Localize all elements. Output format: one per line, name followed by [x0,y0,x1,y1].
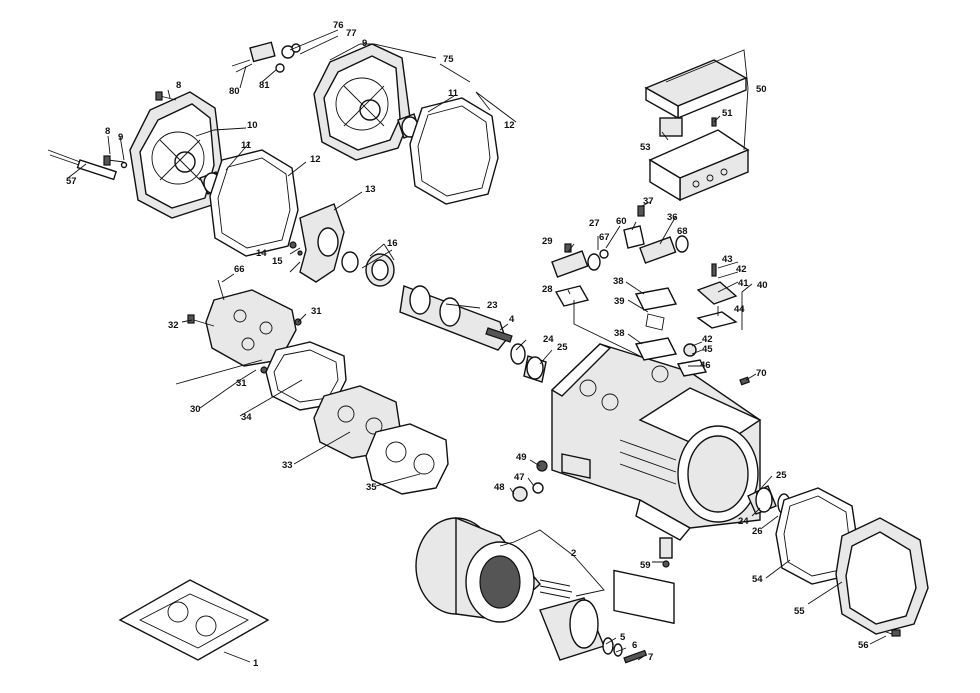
cover-gasket-right [409,97,499,205]
callout-46: 46 [700,360,711,371]
callout-45: 45 [702,344,713,355]
callout-36: 36 [667,212,678,223]
callout-51: 51 [722,108,733,119]
callout-8: 8 [176,80,181,91]
oil-plug-set [512,460,548,502]
callout-50: 50 [756,84,767,95]
callout-57: 57 [66,176,77,187]
end-plate [835,517,929,637]
callout-60: 60 [616,216,627,227]
oil-pressure-sensor [231,41,301,73]
callout-54: 54 [752,574,763,585]
callout-8: 8 [105,126,110,137]
callout-5: 5 [620,632,626,643]
suction-valve [551,243,609,307]
callout-12: 12 [504,120,515,131]
callout-16: 16 [387,238,398,249]
callout-59: 59 [640,560,651,571]
callout-77: 77 [346,28,357,39]
callout-23: 23 [487,300,498,311]
callout-66: 66 [234,264,245,275]
callout-4: 4 [509,314,515,325]
callout-14: 14 [256,248,267,259]
callout-2: 2 [571,548,576,559]
valve-plate-gasket [365,423,449,495]
crankcase [550,343,762,625]
callout-49: 49 [516,452,527,463]
crankshaft-assembly [341,251,547,383]
callout-76: 76 [333,20,344,31]
flange-39 [634,287,678,361]
callout-9: 9 [362,38,367,49]
callout-70: 70 [756,368,767,379]
callout-1: 1 [253,658,259,669]
oil-sight-screw-set [103,91,177,169]
callout-37: 37 [643,196,654,207]
callout-35: 35 [366,482,377,493]
callout-25: 25 [776,470,787,481]
callout-15: 15 [272,256,283,267]
callout-24: 24 [543,334,554,345]
plate-40 [676,263,738,377]
callout-42: 42 [736,264,747,275]
callout-26: 26 [752,526,763,537]
callout-81: 81 [259,80,270,91]
callout-11: 11 [448,88,459,99]
front-bearing-cover [313,43,421,161]
callout-80: 80 [229,86,240,97]
callout-43: 43 [722,254,733,265]
discharge-valve [623,205,689,264]
callout-39: 39 [614,296,625,307]
callout-24: 24 [738,516,749,527]
oil-pump [289,203,345,283]
callout-68: 68 [677,226,688,237]
callout-55: 55 [794,606,805,617]
cylinder-head [187,279,302,374]
callout-32: 32 [168,320,179,331]
motor-rotor [539,597,648,664]
callout-31: 31 [311,306,322,317]
callout-6: 6 [632,640,637,651]
callout-38: 38 [614,328,625,339]
gasket-kit [118,579,270,661]
motor-stator [415,516,573,623]
callout-28: 28 [542,284,553,295]
callout-13: 13 [365,184,376,195]
mounting-foot [659,537,673,568]
callout-33: 33 [282,460,293,471]
callout-12: 12 [310,154,321,165]
callout-44: 44 [734,304,745,315]
leader-lines [67,29,887,663]
callout-9: 9 [118,132,123,143]
callout-10: 10 [247,120,258,131]
callout-53: 53 [640,142,651,153]
callout-75: 75 [443,54,454,65]
callout-29: 29 [542,236,553,247]
callout-30: 30 [190,404,201,415]
callout-11: 11 [241,140,252,151]
callout-48: 48 [494,482,505,493]
terminal-box [644,59,750,202]
callout-34: 34 [241,412,252,423]
callout-31: 31 [236,378,247,389]
callout-41: 41 [738,278,749,289]
callout-56: 56 [858,640,869,651]
callout-42: 42 [702,334,713,345]
callout-27: 27 [589,218,600,229]
callout-38: 38 [613,276,624,287]
callout-47: 47 [514,472,525,483]
callout-labels: 76 77 9 75 8 80 81 11 12 10 8 9 11 57 12… [66,20,869,669]
callout-40: 40 [757,280,768,291]
callout-25: 25 [557,342,568,353]
cover-gasket-left [209,149,299,257]
heater-cable [47,149,118,181]
callout-67: 67 [599,232,610,243]
callout-7: 7 [648,652,653,663]
